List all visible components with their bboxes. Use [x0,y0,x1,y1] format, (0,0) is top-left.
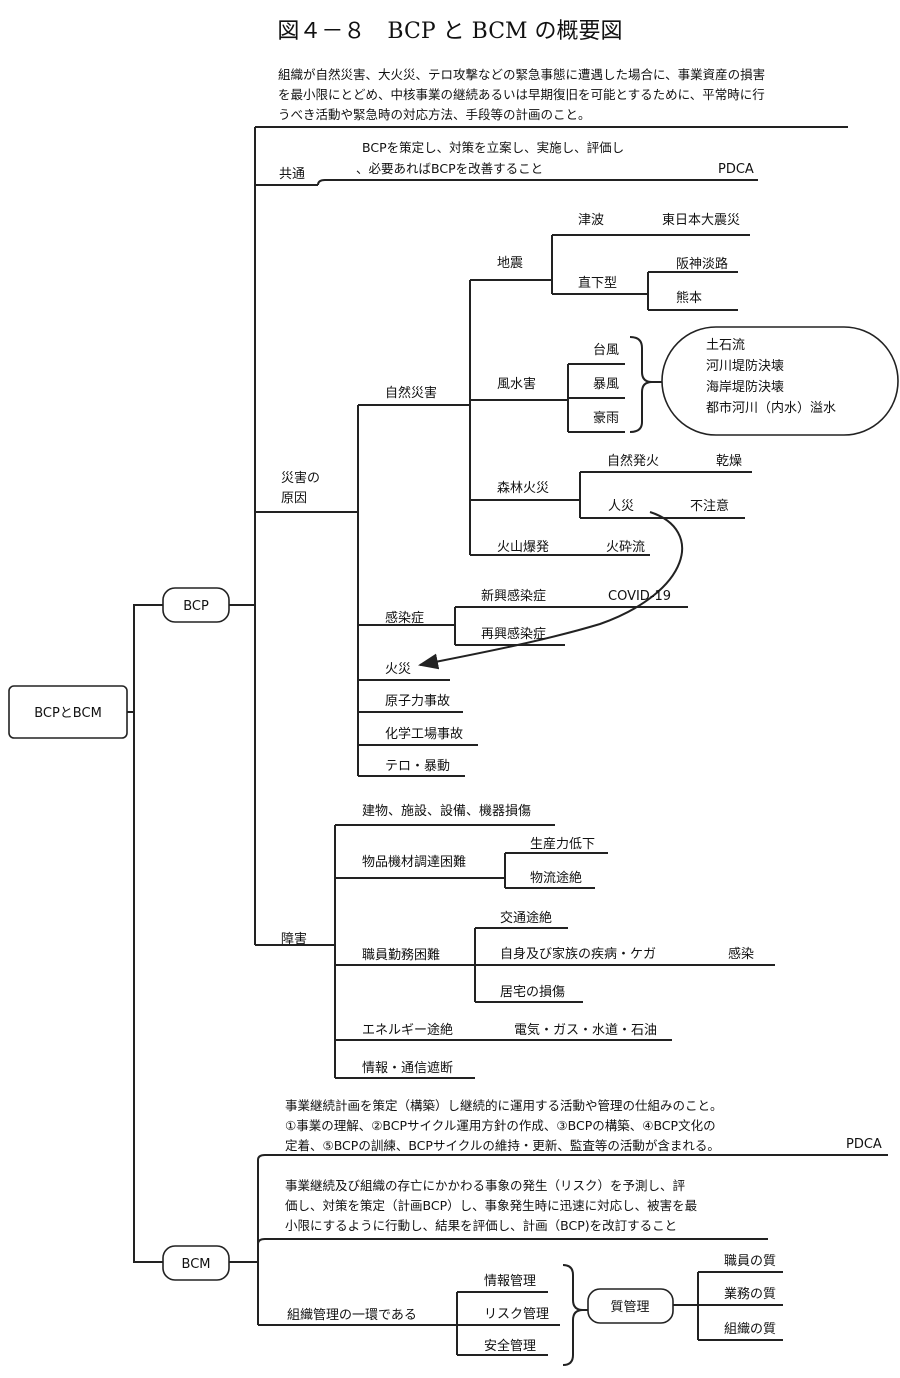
staff-label: 職員勤務困難 [362,948,440,963]
bcm-definition-line-3: 定着、⑤BCPの訓練、BCPサイクルの維持・更新、監査等の活動が含まれる。 [285,1138,720,1153]
flood-effect-1: 土石流 [706,338,745,353]
root-node-label: BCPとBCM [34,706,102,721]
earthquake-label: 地震 [497,256,523,271]
volcano-label: 火山爆発 [497,540,549,555]
management-item-1: 情報管理 [484,1274,536,1289]
human-fire-arrow [418,511,684,670]
quality-item-2: 業務の質 [724,1286,776,1302]
infection-label: 感染症 [385,610,424,626]
causes-label-line-2: 原因 [281,491,307,506]
staff-item-3: 居宅の損傷 [500,985,565,1000]
building-damage-label: 建物、施設、設備、機器損傷 [362,803,531,819]
root-branches [127,604,258,1263]
chemical-accident-label: 化学工場事故 [385,726,463,742]
root-node [8,685,128,739]
procurement-label: 物品機材調達困難 [362,855,466,870]
common-label: 共通 [279,167,305,182]
emerging-infection-example: COVID-19 [608,589,671,604]
quality-item-1: 職員の質 [724,1254,776,1269]
common-pdca-tag: PDCA [718,162,754,177]
procurement-item-2: 物流途絶 [530,870,582,886]
staff-item-1: 交通途絶 [500,910,552,926]
fire-label: 火災 [385,662,411,677]
quality-management-label: 質管理 [610,1300,649,1315]
bcp-definition-line-3: うべき活動や緊急時の対応方法、手段等の計画のこと。 [278,107,591,122]
management-item-3: 安全管理 [484,1338,536,1354]
bcm-branch-lines [257,1154,888,1366]
terror-riot-label: テロ・暴動 [385,759,450,774]
volcano-effect: 火砕流 [606,540,645,555]
causes-label-line-1: 災害の [281,470,320,486]
management-item-2: リスク管理 [484,1307,549,1322]
quality-item-3: 組織の質 [724,1322,776,1337]
staff-illness-cause: 感染 [728,946,754,962]
bcm-pdca-tag: PDCA [846,1137,882,1152]
natural-disaster-label: 自然災害 [385,385,437,401]
direct-quake-label: 直下型 [578,276,617,291]
bcm-process-line-2: 価し、対策を策定（計画BCP）し、事象発生時に迅速に対応し、被害を最 [285,1198,698,1213]
obstacles-label: 障害 [281,931,307,947]
bcm-node-label: BCM [182,1257,211,1272]
energy-label: エネルギー途絶 [362,1022,453,1038]
bcm-definition-line-2: ①事業の理解、②BCPサイクル運用方針の作成、③BCPの構築、④BCP文化の [285,1118,716,1133]
storm-type-heavy-rain: 豪雨 [593,410,619,426]
flood-effect-2: 河川堤防決壊 [706,358,784,374]
storm-type-typhoon: 台風 [593,343,619,358]
bcp-definition-line-1: 組織が自然災害、大火災、テロ攻撃などの緊急事態に遭遇した場合に、事業資産の損害 [278,67,765,82]
figure-title: 図４－８ BCP と BCM の概要図 [277,19,622,44]
common-text-line-1: BCPを策定し、対策を立案し、実施し、評価し [362,140,624,155]
common-text-line-2: 、必要あればBCPを改善すること [356,161,543,176]
info-comm-label: 情報・通信遮断 [362,1060,453,1076]
org-management-label: 組織管理の一環である [287,1308,417,1323]
human-caused-cause: 不注意 [690,498,729,514]
emerging-infection-label: 新興感染症 [481,588,546,604]
natural-ignition-label: 自然発火 [607,453,659,469]
reemerging-infection-label: 再興感染症 [481,626,546,642]
bcp-node-label: BCP [183,599,209,614]
bcm-node [162,1245,230,1281]
flood-effects-box [661,326,899,436]
direct-quake-example-2: 熊本 [676,290,702,306]
natural-ignition-cause: 乾燥 [716,454,742,469]
bcm-process-line-3: 小限にするように行動し、結果を評価し、計画（BCP)を改訂すること [285,1218,677,1233]
staff-item-2: 自身及び家族の疾病・ケガ [500,946,656,962]
human-caused-label: 人災 [608,499,634,514]
bcp-branch-lines [254,126,848,1079]
tsunami-label: 津波 [578,213,604,228]
quality-management-node [587,1288,674,1324]
bcp-definition-line-2: を最小限にとどめ、中核事業の継続あるいは早期復旧を可能とするために、平常時に行 [278,87,765,102]
bcp-node [162,587,230,623]
storm-type-windstorm: 暴風 [593,377,619,392]
bcm-process-line-1: 事業継続及び組織の存亡にかかわる事象の発生（リスク）を予測し、評 [285,1178,686,1193]
procurement-item-1: 生産力低下 [530,836,595,852]
nuclear-accident-label: 原子力事故 [385,694,450,709]
forest-fire-label: 森林火災 [497,481,549,496]
flood-effect-3: 海岸堤防決壊 [706,379,784,395]
bcm-definition-line-1: 事業継続計画を策定（構築）し継続的に運用する活動や管理の仕組みのこと。 [285,1098,723,1113]
energy-detail: 電気・ガス・水道・石油 [514,1022,657,1038]
storm-flood-label: 風水害 [497,376,536,392]
flood-effect-4: 都市河川（内水）溢水 [706,400,836,416]
tsunami-example: 東日本大震災 [662,212,740,228]
direct-quake-example-1: 阪神淡路 [676,256,728,272]
